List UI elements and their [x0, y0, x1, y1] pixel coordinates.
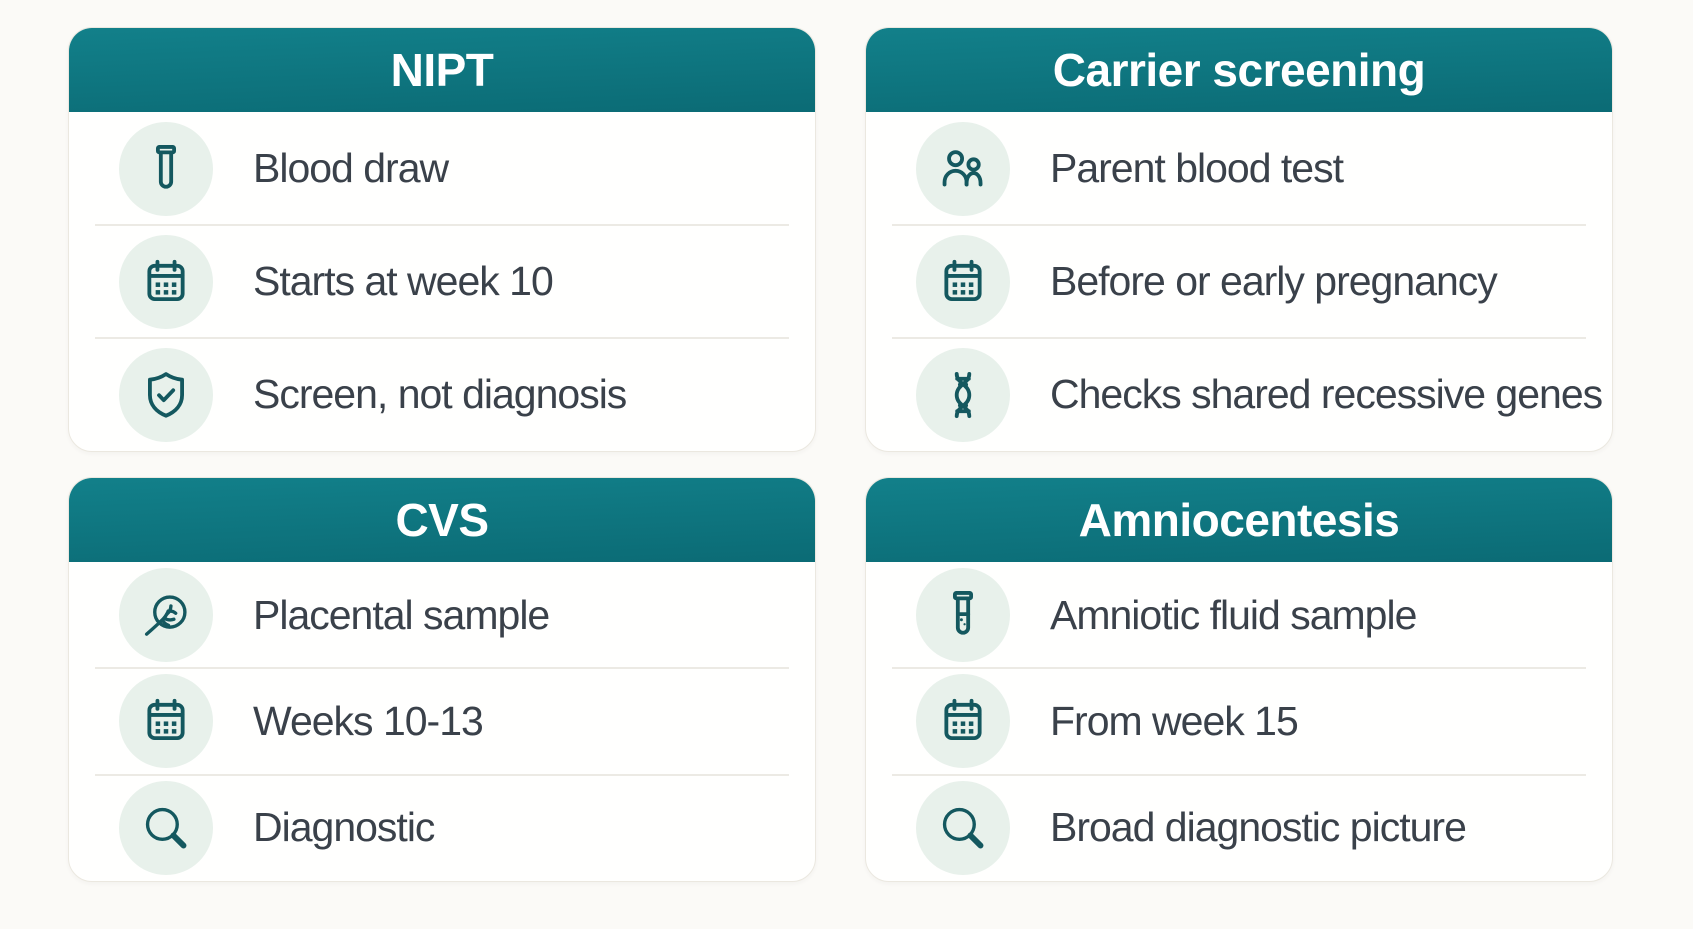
icon-circle [916, 674, 1010, 769]
card-body: Amniotic fluid sample [866, 562, 1612, 881]
list-item: Placental sample [69, 562, 815, 668]
icon-circle [119, 674, 213, 769]
card-header: Carrier screening [866, 28, 1612, 112]
cards-grid: NIPT Blood draw [68, 27, 1613, 882]
calendar-icon [944, 259, 982, 301]
shield-check-icon [148, 371, 184, 418]
row-label: Before or early pregnancy [1050, 258, 1498, 304]
list-item: Weeks 10-13 [69, 667, 815, 774]
row-label: Amniotic fluid sample [1050, 591, 1417, 638]
test-tube-fluid-icon [952, 591, 974, 635]
card-title: Carrier screening [1052, 44, 1426, 96]
row-label: Starts at week 10 [253, 258, 554, 304]
magnifier-icon [942, 807, 984, 849]
icon-circle [916, 568, 1010, 663]
row-label: Diagnostic [253, 804, 435, 851]
test-tube-icon [155, 144, 177, 189]
card-header: NIPT [69, 28, 815, 112]
row-label: From week 15 [1050, 697, 1299, 744]
calendar-icon [944, 699, 982, 741]
card-title: CVS [395, 494, 489, 546]
card-title: NIPT [390, 44, 494, 96]
card-carrier-screening: Carrier screening Parent blood test [865, 27, 1613, 452]
list-item: Starts at week 10 [69, 224, 815, 338]
card-amniocentesis: Amniocentesis [865, 477, 1613, 882]
list-item: Checks shared recessive genes [866, 337, 1612, 451]
list-item: Amniotic fluid sample [866, 562, 1612, 668]
icon-circle [119, 234, 213, 329]
icon-circle [916, 347, 1010, 442]
icon-circle [916, 121, 1010, 216]
list-item: Screen, not diagnosis [69, 337, 815, 451]
icon-circle [916, 234, 1010, 329]
row-label: Screen, not diagnosis [253, 371, 627, 417]
calendar-icon [147, 259, 185, 301]
list-item: From week 15 [866, 667, 1612, 774]
card-title: Amniocentesis [1078, 494, 1400, 546]
card-body: Parent blood test [866, 112, 1612, 451]
icon-circle [119, 347, 213, 442]
row-label: Weeks 10-13 [253, 697, 484, 744]
magnifier-icon [145, 807, 187, 849]
card-body: Placental sample [69, 562, 815, 881]
list-item: Broad diagnostic picture [866, 773, 1612, 881]
row-label: Placental sample [253, 591, 550, 638]
card-body: Blood draw Star [69, 112, 815, 451]
list-item: Blood draw [69, 112, 815, 225]
list-item: Before or early pregnancy [866, 224, 1612, 338]
dna-icon [954, 371, 972, 418]
icon-circle [916, 780, 1010, 875]
icon-circle [119, 568, 213, 663]
card-header: Amniocentesis [866, 478, 1612, 562]
list-item: Diagnostic [69, 773, 815, 881]
row-label: Blood draw [253, 145, 449, 191]
list-item: Parent blood test [866, 112, 1612, 225]
row-label: Checks shared recessive genes [1050, 371, 1603, 417]
placenta-icon [144, 595, 187, 636]
icon-circle [119, 780, 213, 875]
row-label: Parent blood test [1050, 145, 1344, 191]
card-cvs: CVS Placental [68, 477, 816, 882]
row-label: Broad diagnostic picture [1050, 804, 1467, 851]
calendar-icon [147, 699, 185, 741]
parents-icon [942, 149, 983, 186]
card-header: CVS [69, 478, 815, 562]
icon-circle [119, 121, 213, 216]
card-nipt: NIPT Blood draw [68, 27, 816, 452]
